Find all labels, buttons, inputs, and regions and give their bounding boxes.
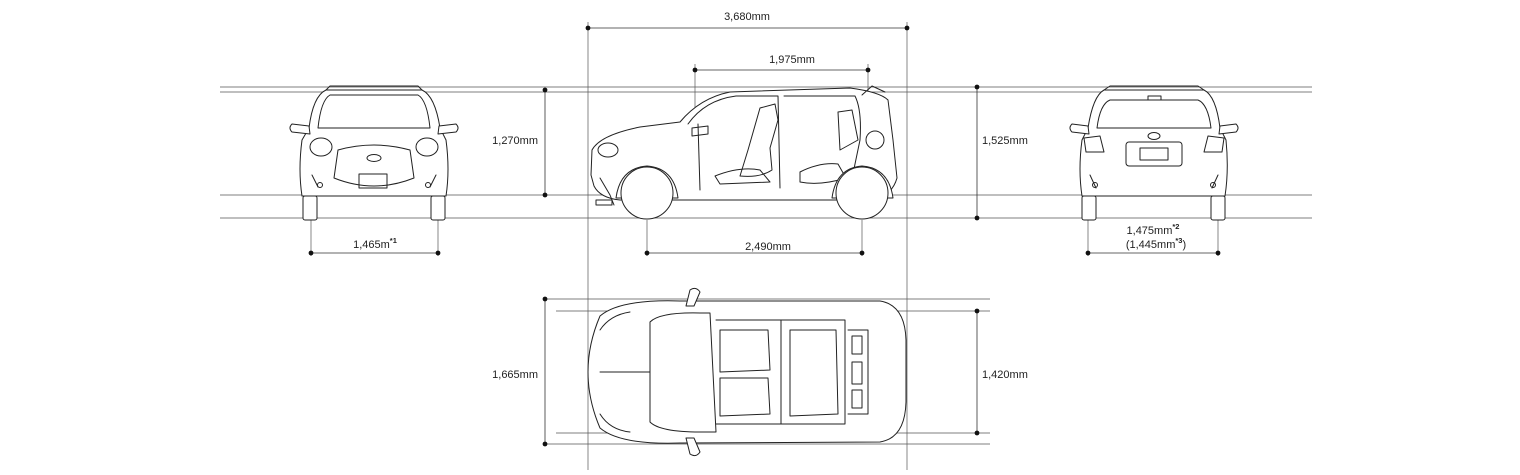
dimension-overall-length: 3,680mm: [585, 11, 910, 31]
interior-length-label: 1,975mm: [769, 54, 815, 66]
rear-tread-alt-label: (1,445mm*3): [1126, 236, 1186, 251]
dimension-overall-height: 1,525mm: [974, 84, 1028, 221]
rear-tread-label: 1,475mm*2: [1127, 222, 1180, 237]
dimension-rear-tread: 1,475mm*2 (1,445mm*3): [1085, 222, 1221, 256]
car-front-view: [289, 85, 459, 221]
dimension-wheelbase: 2,490mm: [644, 241, 865, 256]
dimension-front-tread: 1,465m*1: [308, 236, 441, 256]
overall-height-label: 1,525mm: [982, 135, 1028, 147]
dimension-interior-length: 1,975mm: [692, 54, 871, 73]
wheelbase-label: 2,490mm: [745, 241, 791, 253]
front-tread-note: *1: [390, 236, 397, 245]
front-height-label: 1,270mm: [492, 135, 538, 147]
dimension-front-height: 1,270mm: [492, 87, 548, 198]
car-side-view: [590, 85, 898, 220]
car-rear-view: [1069, 85, 1239, 221]
front-tread-label: 1,465m*1: [353, 236, 397, 251]
car-top-view: [587, 287, 907, 457]
interior-width-label: 1,420mm: [982, 369, 1028, 381]
overall-width-label: 1,665mm: [492, 369, 538, 381]
overall-length-label: 3,680mm: [724, 11, 770, 23]
rear-tread-note: *2: [1172, 222, 1179, 231]
dimension-overall-width: 1,665mm: [492, 296, 548, 447]
dimension-interior-width: 1,420mm: [974, 308, 1028, 436]
rear-tread-alt-note: *3: [1175, 236, 1182, 245]
